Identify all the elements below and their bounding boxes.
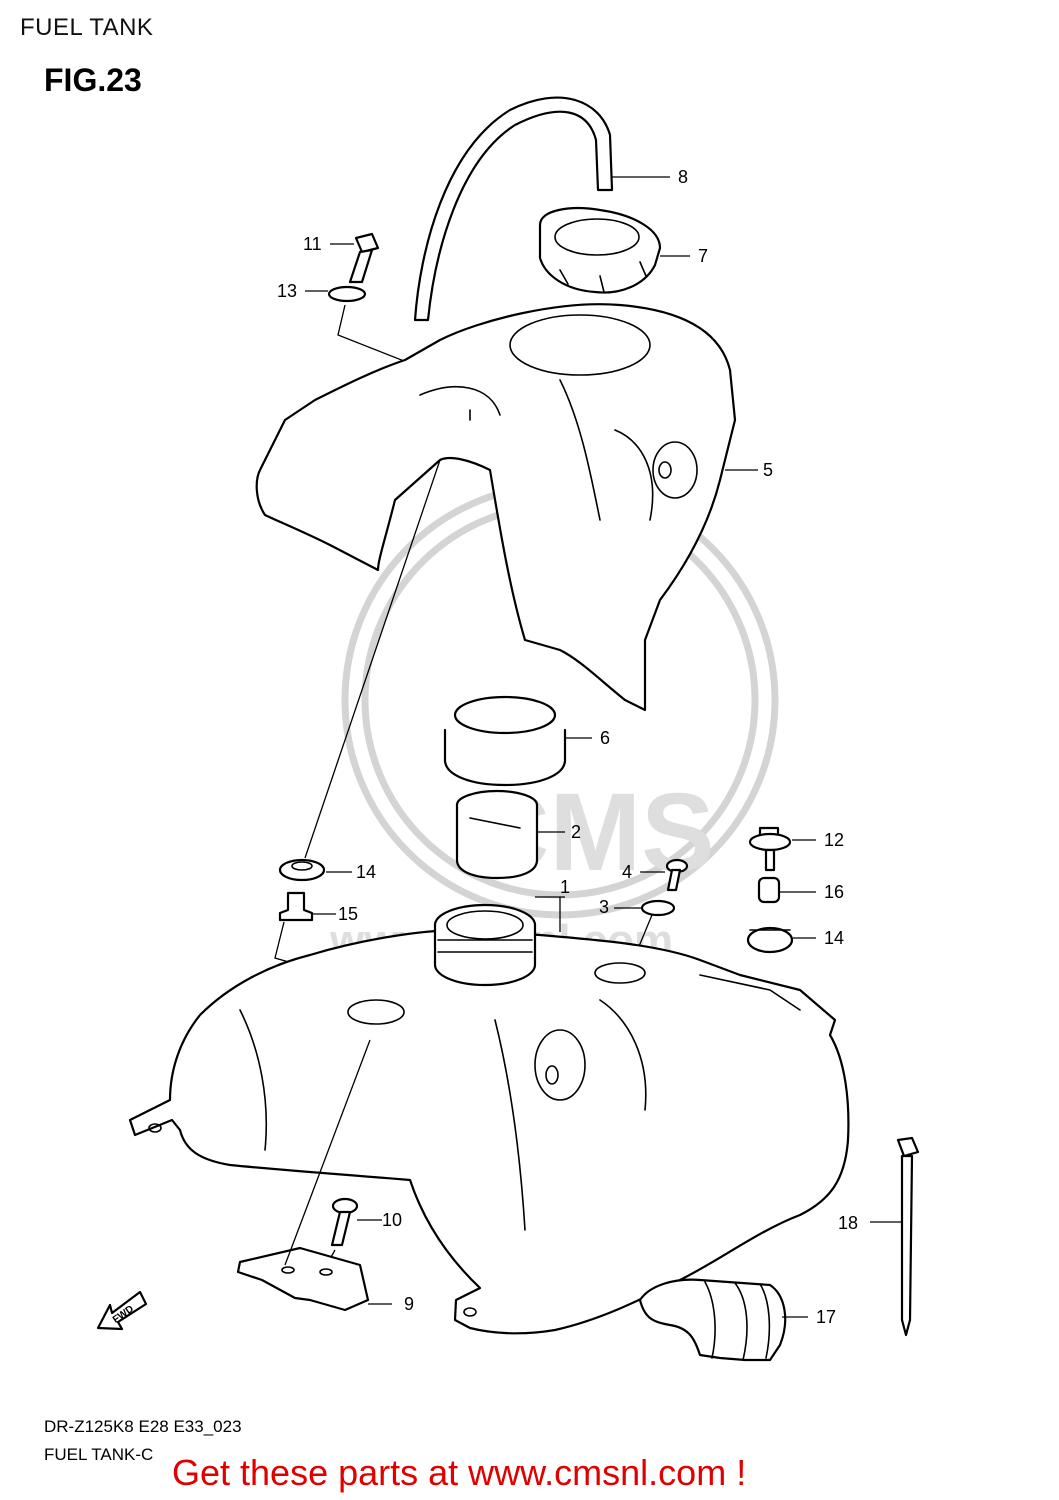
- callout-12: 12: [824, 830, 844, 850]
- part-14-grommet-right: [746, 926, 816, 954]
- part-7-fuel-cap: [538, 207, 690, 294]
- callout-3: 3: [599, 897, 609, 917]
- figure-label: FIG.23: [44, 62, 142, 98]
- part-1-fuel-tank: [128, 896, 850, 1335]
- part-14-grommet-left: [278, 858, 352, 882]
- cta-link[interactable]: Get these parts at www.cmsnl.com !: [172, 1452, 747, 1493]
- part-10-screw: [324, 1197, 382, 1269]
- callout-15: 15: [338, 904, 358, 924]
- page-title: FUEL TANK: [20, 14, 154, 41]
- callout-13: 13: [277, 281, 297, 301]
- part-17-protector: [638, 1278, 808, 1362]
- callout-5: 5: [763, 460, 773, 480]
- callout-8: 8: [678, 167, 688, 187]
- callout-14-left: 14: [356, 862, 376, 882]
- model-code: DR-Z125K8 E28 E33_023: [44, 1417, 242, 1436]
- part-11-bolt: [330, 232, 380, 284]
- callout-10: 10: [382, 1210, 402, 1230]
- callout-11: 11: [303, 234, 322, 254]
- part-16-spacer: [757, 876, 816, 904]
- callout-2: 2: [571, 822, 581, 842]
- part-4-screw: [640, 858, 689, 892]
- fwd-arrow-icon: FWD: [96, 1290, 148, 1331]
- part-2-filter-sleeve: [455, 789, 565, 880]
- part-5-tank-cover: [255, 303, 758, 712]
- part-12-bolt: [748, 826, 816, 872]
- callout-14-right: 14: [824, 928, 844, 948]
- callout-18: 18: [838, 1213, 858, 1233]
- callout-17: 17: [816, 1307, 836, 1327]
- part-8-breather-hose: [413, 96, 670, 322]
- leader-cover-to-grommet: [304, 459, 441, 859]
- callout-7: 7: [698, 246, 708, 266]
- callout-6: 6: [600, 728, 610, 748]
- part-18-cable-tie: [870, 1136, 920, 1337]
- part-9-bracket: [236, 1039, 392, 1312]
- part-6-filler-ring: [443, 695, 592, 787]
- callout-1: 1: [560, 877, 570, 897]
- sub-title: FUEL TANK-C: [44, 1445, 154, 1464]
- callout-numbers: 1 2 3 4 5 6 7 8 9 10 11 12 13 14 14 15 1…: [277, 167, 858, 1327]
- callout-16: 16: [824, 882, 844, 902]
- callout-4: 4: [622, 862, 632, 882]
- callout-9: 9: [404, 1294, 414, 1314]
